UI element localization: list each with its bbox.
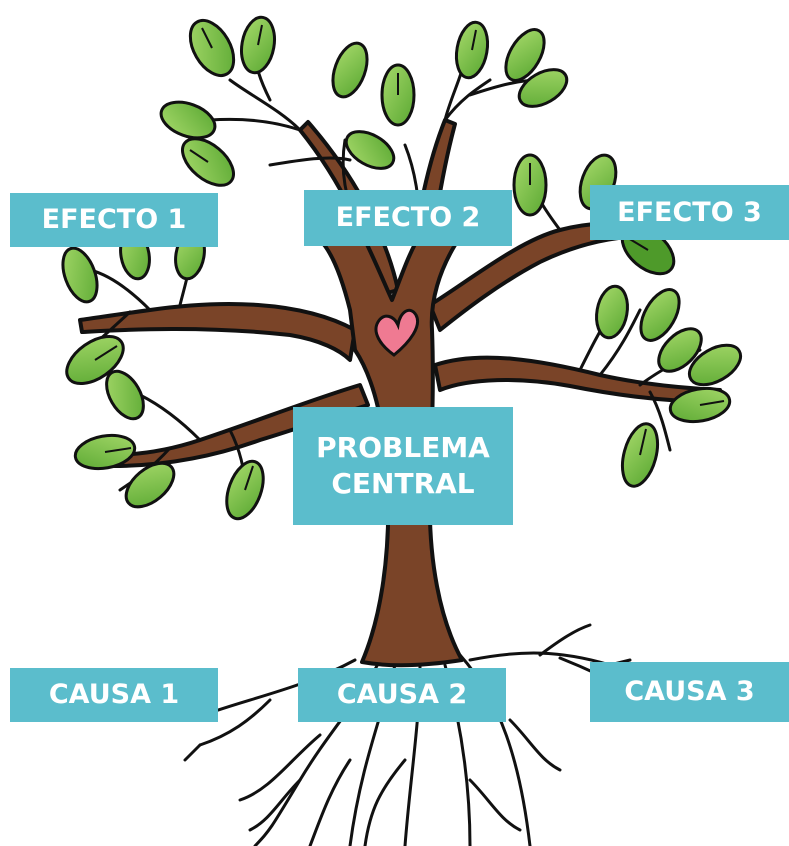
leaf-veins	[94, 24, 725, 491]
effect-1-label: EFECTO 1	[10, 193, 218, 247]
leaf-icon	[159, 100, 217, 140]
leaf-icon	[657, 327, 703, 373]
leaf-icon	[687, 343, 743, 387]
leaf-icon	[639, 288, 681, 342]
leaf-icon	[61, 246, 99, 304]
effect-3-label: EFECTO 3	[590, 185, 789, 240]
leaf-icon	[517, 68, 569, 108]
central-problem-line-2: CENTRAL	[331, 467, 475, 500]
leaf-icon	[331, 41, 369, 99]
leaf-icon	[504, 28, 546, 82]
central-problem-line-1: PROBLEMA	[316, 430, 490, 464]
central-problem-box: PROBLEMA CENTRAL	[293, 407, 513, 525]
leaf-icon	[595, 284, 629, 340]
cause-1-label: CAUSA 1	[10, 668, 218, 722]
leaf-icon	[344, 130, 396, 170]
cause-2-label: CAUSA 2	[298, 668, 506, 722]
cause-3-label: CAUSA 3	[590, 662, 789, 722]
leaf-icon	[105, 369, 145, 421]
effect-2-label: EFECTO 2	[304, 190, 512, 246]
leaf-icon	[124, 461, 176, 509]
heart-icon	[374, 308, 419, 357]
